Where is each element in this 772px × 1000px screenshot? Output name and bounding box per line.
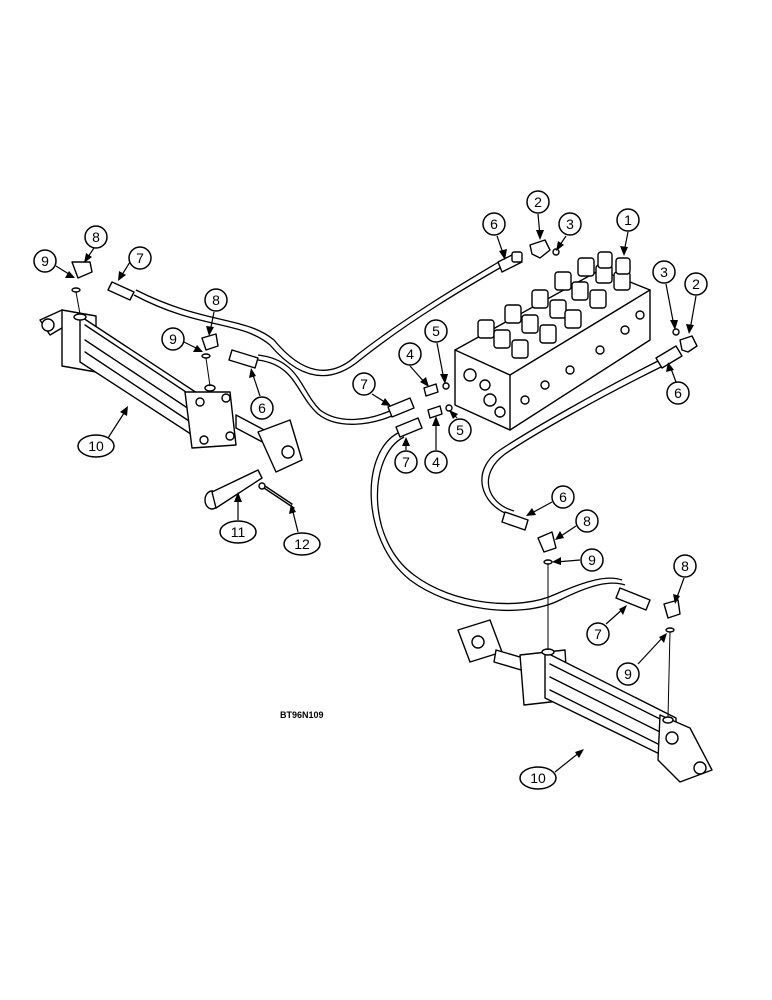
svg-text:4: 4 <box>432 454 440 470</box>
cylinder-right <box>457 619 713 783</box>
svg-text:12: 12 <box>294 536 310 552</box>
svg-text:6: 6 <box>674 385 682 401</box>
svg-text:2: 2 <box>534 194 542 210</box>
left-upper-fittings <box>71 261 259 369</box>
svg-text:4: 4 <box>406 346 414 362</box>
callout-coupler-left: 6 <box>249 368 274 420</box>
cylinder-left <box>39 309 303 473</box>
callout-cylinder-right: 10 <box>519 749 584 790</box>
cotter-pin <box>258 482 295 509</box>
svg-text:8: 8 <box>681 558 689 574</box>
right-cylinder-fittings <box>501 511 681 633</box>
svg-text:5: 5 <box>456 422 464 438</box>
svg-text:11: 11 <box>231 524 246 540</box>
callout-coupler7-right: 7 <box>586 605 627 646</box>
svg-text:9: 9 <box>624 666 632 682</box>
svg-text:10: 10 <box>88 438 104 454</box>
callout-elbow8-left-top: 8 <box>84 225 108 263</box>
valve-spools <box>477 251 631 359</box>
callout-oring9-right-top: 9 <box>552 548 604 572</box>
callout-coupler-right: 6 <box>666 362 690 405</box>
couplers-near-valve <box>387 251 683 438</box>
valve-block <box>454 251 651 431</box>
svg-text:3: 3 <box>660 264 668 280</box>
clevis-pin <box>204 469 263 510</box>
svg-text:7: 7 <box>402 454 410 470</box>
svg-text:3: 3 <box>566 216 574 232</box>
svg-text:6: 6 <box>490 216 498 232</box>
figure-code: BT96N109 <box>280 710 324 720</box>
svg-text:9: 9 <box>588 552 596 568</box>
callout-oring-right: 3 <box>652 260 678 330</box>
hose-valve-right-to-bottom <box>481 359 661 516</box>
svg-text:5: 5 <box>432 323 440 339</box>
callout-coupler-top: 6 <box>482 212 507 260</box>
callout-coupler7-mid-upper: 7 <box>352 372 391 406</box>
svg-text:8: 8 <box>583 513 591 529</box>
callout-oring9-right-low: 9 <box>616 633 667 686</box>
callout-cotter-pin: 12 <box>283 504 321 556</box>
callout-oring9-left-mid: 9 <box>161 327 203 352</box>
callout-oring-lower: 5 <box>448 410 472 442</box>
svg-text:7: 7 <box>136 250 144 266</box>
callouts: 1 2 3 6 3 <box>33 190 708 790</box>
callout-oring-top: 3 <box>556 212 582 251</box>
svg-text:6: 6 <box>559 489 567 505</box>
callout-elbow-top: 2 <box>526 190 550 240</box>
svg-text:7: 7 <box>594 626 602 642</box>
svg-text:10: 10 <box>530 770 546 786</box>
callout-fitting-lower: 4 <box>424 416 448 474</box>
valve-ports <box>463 310 645 418</box>
hoses <box>133 259 664 611</box>
hose-valve-to-right-cylinder <box>370 431 626 611</box>
svg-text:1: 1 <box>624 212 632 228</box>
callout-coupler7-left-top: 7 <box>118 246 152 281</box>
assembly-lines <box>75 291 671 718</box>
callout-valve-block: 1 <box>616 208 640 256</box>
callout-elbow8-right-low: 8 <box>673 554 697 604</box>
svg-text:9: 9 <box>169 331 177 347</box>
svg-text:7: 7 <box>360 376 368 392</box>
svg-text:6: 6 <box>258 400 266 416</box>
svg-text:9: 9 <box>41 253 49 269</box>
callout-oring9-left-top: 9 <box>33 249 75 278</box>
svg-text:8: 8 <box>212 292 220 308</box>
callout-elbow-right: 2 <box>684 272 708 334</box>
elbow-fitting-top <box>529 239 560 259</box>
callout-coupler-bottom: 6 <box>526 485 575 516</box>
callout-pin: 11 <box>219 492 257 544</box>
hose-left-to-valve-top <box>133 264 506 377</box>
callout-cylinder-left: 10 <box>77 406 128 458</box>
elbow-fitting-right <box>672 328 698 353</box>
callout-elbow8-right-top: 8 <box>555 509 599 540</box>
svg-text:2: 2 <box>692 276 700 292</box>
callout-fitting-upper: 4 <box>398 342 429 387</box>
hose-left-mid-to-valve <box>257 354 393 421</box>
callout-coupler7-mid-lower: 7 <box>394 437 418 474</box>
callout-elbow8-left-mid: 8 <box>204 288 228 336</box>
callout-oring-upper: 5 <box>424 319 448 384</box>
svg-text:8: 8 <box>92 229 100 245</box>
